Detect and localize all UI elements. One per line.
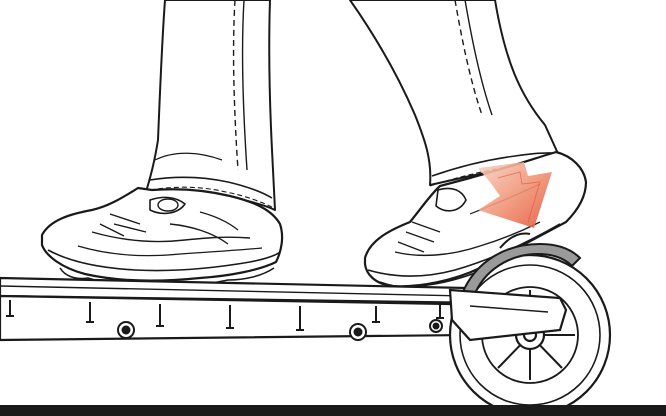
left-leg xyxy=(146,0,275,210)
bottom-bar xyxy=(0,405,666,416)
right-leg xyxy=(350,0,564,186)
left-shoe xyxy=(42,188,282,285)
